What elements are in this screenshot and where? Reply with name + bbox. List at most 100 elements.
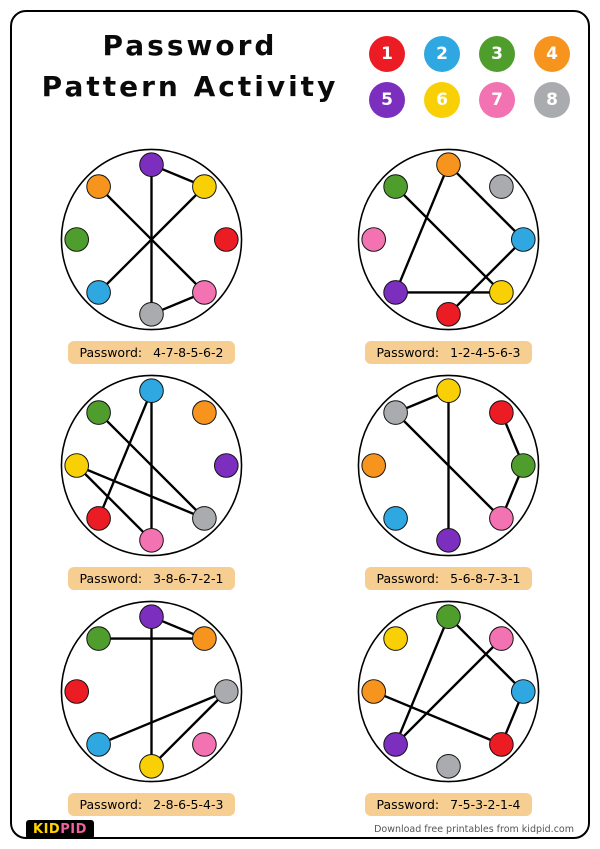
- dot-yellow: [489, 280, 514, 305]
- dot-gray: [139, 301, 164, 327]
- password-value: 7-5-3-2-1-4: [450, 797, 521, 812]
- legend-dot-yellow: 6: [424, 82, 460, 118]
- dot-green: [86, 626, 111, 651]
- dot-yellow: [383, 626, 408, 651]
- title-line-2: Pattern Activity: [41, 69, 339, 103]
- pattern-line: [447, 615, 525, 693]
- dot-red: [86, 506, 111, 531]
- password-box: Password: 3-8-6-7-2-1: [67, 567, 236, 590]
- pattern-puzzle-1: Password: 4-7-8-5-6-2: [58, 146, 245, 364]
- dot-orange: [192, 626, 217, 651]
- pattern-puzzle-6: Password: 7-5-3-2-1-4: [355, 598, 542, 816]
- dot-green: [86, 400, 111, 425]
- dot-orange: [361, 679, 387, 704]
- dot-green: [510, 453, 536, 478]
- pattern-line: [150, 690, 228, 768]
- pattern-circle: [60, 148, 243, 331]
- legend-dot-pink: 7: [479, 82, 515, 118]
- dot-blue: [383, 506, 408, 531]
- dot-purple: [383, 732, 408, 757]
- dot-pink: [489, 626, 514, 651]
- password-box: Password: 1-2-4-5-6-3: [364, 341, 533, 364]
- dot-pink: [192, 280, 217, 305]
- dot-purple: [139, 152, 164, 178]
- legend-dot-gray: 8: [534, 82, 570, 118]
- dot-orange: [436, 152, 461, 178]
- dot-red: [489, 732, 514, 757]
- dot-pink: [192, 732, 217, 757]
- dot-gray: [383, 400, 408, 425]
- dot-yellow: [139, 753, 164, 779]
- dot-green: [383, 174, 408, 199]
- pattern-line: [394, 164, 450, 293]
- footer-note: Download free printables from kidpid.com: [374, 824, 574, 835]
- pattern-puzzle-3: Password: 3-8-6-7-2-1: [58, 372, 245, 590]
- dot-red: [436, 301, 461, 327]
- pattern-line: [97, 185, 206, 294]
- password-box: Password: 7-5-3-2-1-4: [364, 793, 533, 816]
- pattern-puzzle-2: Password: 1-2-4-5-6-3: [355, 146, 542, 364]
- dot-purple: [213, 453, 239, 478]
- dot-yellow: [192, 174, 217, 199]
- dot-purple: [436, 527, 461, 553]
- pattern-circle: [60, 600, 243, 783]
- pattern-circle: [357, 148, 540, 331]
- dot-red: [64, 679, 90, 704]
- password-value: 5-6-8-7-3-1: [450, 571, 521, 586]
- password-label: Password:: [79, 345, 143, 360]
- puzzles-grid: Password: 4-7-8-5-6-2 Password: 1-2-4-5-…: [0, 146, 600, 816]
- dot-pink: [139, 527, 164, 553]
- dot-red: [489, 400, 514, 425]
- dot-blue: [86, 732, 111, 757]
- dot-purple: [139, 604, 164, 630]
- page-title: Password Pattern Activity: [30, 26, 350, 107]
- pattern-line: [447, 163, 525, 241]
- logo-part-pid: PID: [60, 822, 87, 837]
- dot-blue: [510, 227, 536, 252]
- legend-dot-green: 3: [479, 36, 515, 72]
- password-label: Password:: [376, 797, 440, 812]
- dot-orange: [361, 453, 387, 478]
- legend-dot-red: 1: [369, 36, 405, 72]
- password-label: Password:: [79, 797, 143, 812]
- password-box: Password: 2-8-6-5-4-3: [67, 793, 236, 816]
- dot-gray: [436, 753, 461, 779]
- password-label: Password:: [376, 345, 440, 360]
- dot-gray: [192, 506, 217, 531]
- pattern-line: [76, 464, 205, 520]
- pattern-line: [394, 411, 503, 520]
- pattern-puzzle-5: Password: 2-8-6-5-4-3: [58, 598, 245, 816]
- password-box: Password: 4-7-8-5-6-2: [67, 341, 236, 364]
- dot-red: [213, 227, 239, 252]
- kidpid-logo: KIDPID: [26, 820, 94, 839]
- password-box: Password: 5-6-8-7-3-1: [364, 567, 533, 590]
- pattern-line: [394, 637, 503, 746]
- pattern-line: [394, 185, 503, 294]
- pattern-circle: [357, 600, 540, 783]
- dot-orange: [86, 174, 111, 199]
- dot-blue: [139, 378, 164, 404]
- password-label: Password:: [376, 571, 440, 586]
- title-line-1: Password: [102, 29, 278, 62]
- logo-part-kid: KID: [33, 822, 61, 837]
- footer: KIDPID Download free printables from kid…: [26, 820, 574, 839]
- pattern-line: [394, 616, 450, 745]
- dot-pink: [489, 506, 514, 531]
- dot-yellow: [436, 378, 461, 404]
- dot-gray: [489, 174, 514, 199]
- pattern-line: [373, 690, 502, 746]
- pattern-line: [98, 690, 227, 746]
- dot-purple: [383, 280, 408, 305]
- dot-gray: [213, 679, 239, 704]
- password-label: Password:: [79, 571, 143, 586]
- pattern-circle: [60, 374, 243, 557]
- pattern-line: [75, 464, 153, 542]
- dot-yellow: [64, 453, 90, 478]
- dot-blue: [86, 280, 111, 305]
- pattern-circle: [357, 374, 540, 557]
- dot-blue: [510, 679, 536, 704]
- password-value: 4-7-8-5-6-2: [153, 345, 224, 360]
